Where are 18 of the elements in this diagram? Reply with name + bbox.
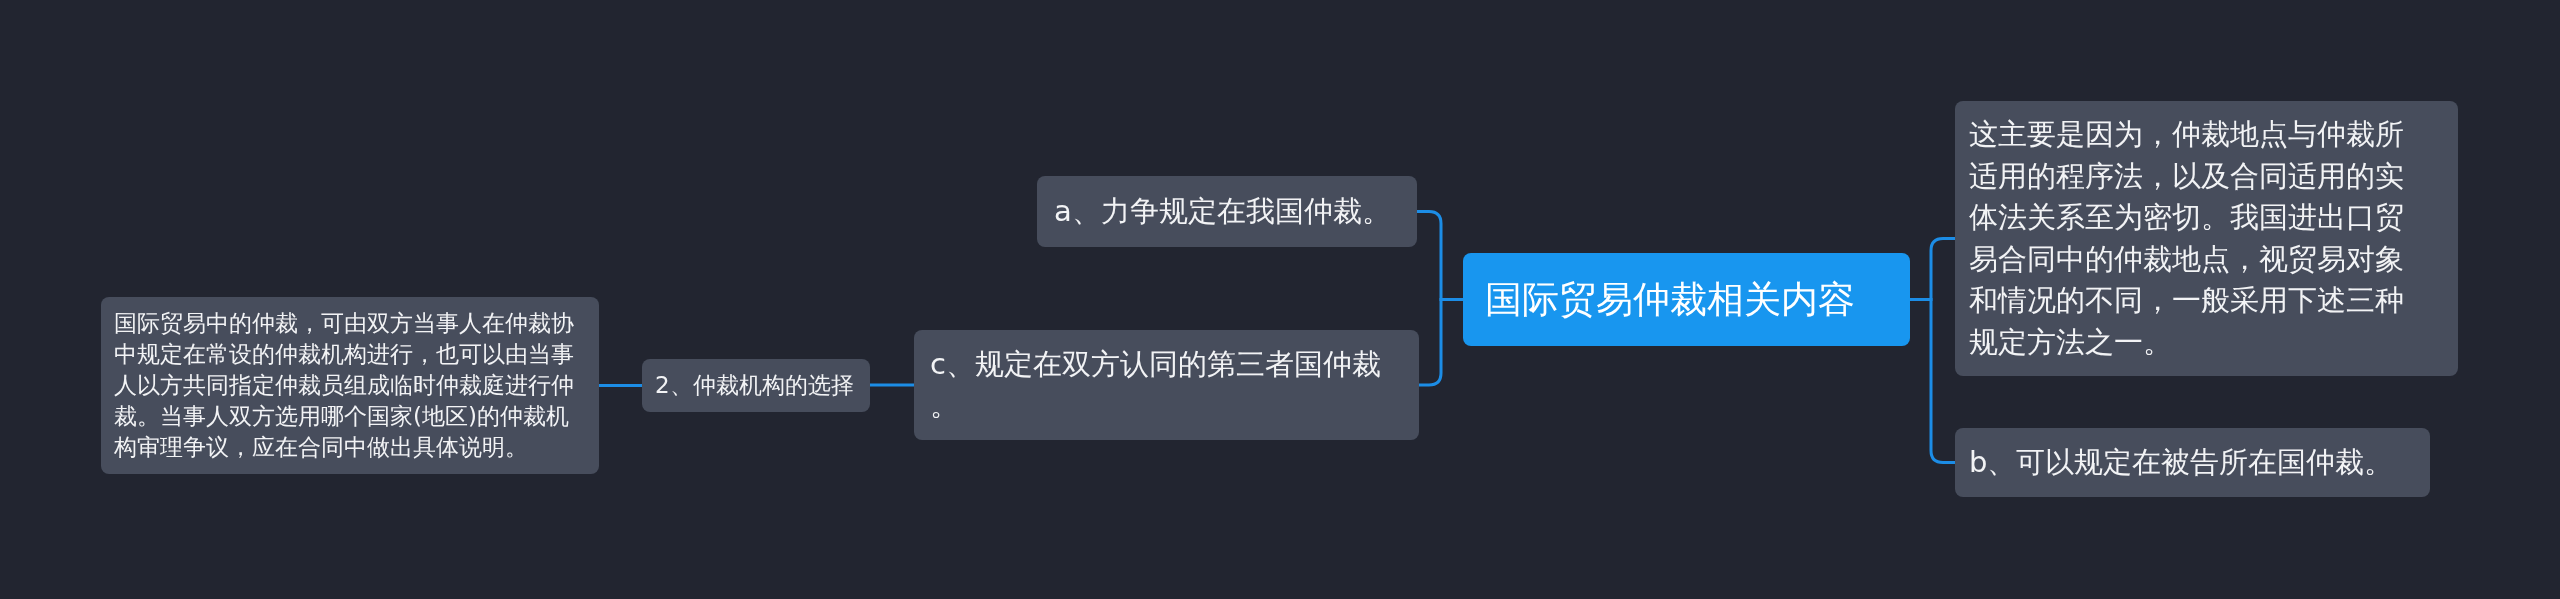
connector-line <box>599 384 642 387</box>
connector-line <box>870 383 914 387</box>
subtopic-box <box>914 330 1419 440</box>
connector-line <box>1419 298 1463 387</box>
subtopic-text: c、规定在双方认同的第三者国仲裁。 <box>930 346 1382 424</box>
subtopic-text: b、可以规定在被告所在国仲裁。 <box>1969 444 2395 481</box>
connector-line <box>1910 298 1955 464</box>
subtopic-box <box>1037 176 1417 247</box>
subtopic-box <box>642 359 870 412</box>
central-topic-text: 国际贸易仲裁相关内容 <box>1485 277 1856 323</box>
central-topic-box <box>1463 253 1910 346</box>
note-box <box>101 297 599 474</box>
note-text: 这主要是因为，仲裁地点与仲裁所适用的程序法，以及合同适用的实体法关系至为密切。我国进出口贸易合同中的仲裁地点，视贸易对象和情况的不同，一般采用下述三种规定方法之一。 <box>1969 116 2405 361</box>
note-box <box>1955 101 2458 376</box>
subtopic-text: 2、仲裁机构的选择 <box>655 371 855 400</box>
subtopic-text: a、力争规定在我国仲裁。 <box>1054 193 1392 230</box>
note-text: 国际贸易中的仲裁，可由双方当事人在仲裁协中规定在常设的仲裁机构进行，也可以由当事人以方共同指定仲裁员组成临时仲裁庭进行仲裁。当事人双方选用哪个国家(地区)的仲裁机构审理争议，应在合同中做出具体说明。 <box>114 309 575 462</box>
subtopic-box <box>1955 428 2430 497</box>
